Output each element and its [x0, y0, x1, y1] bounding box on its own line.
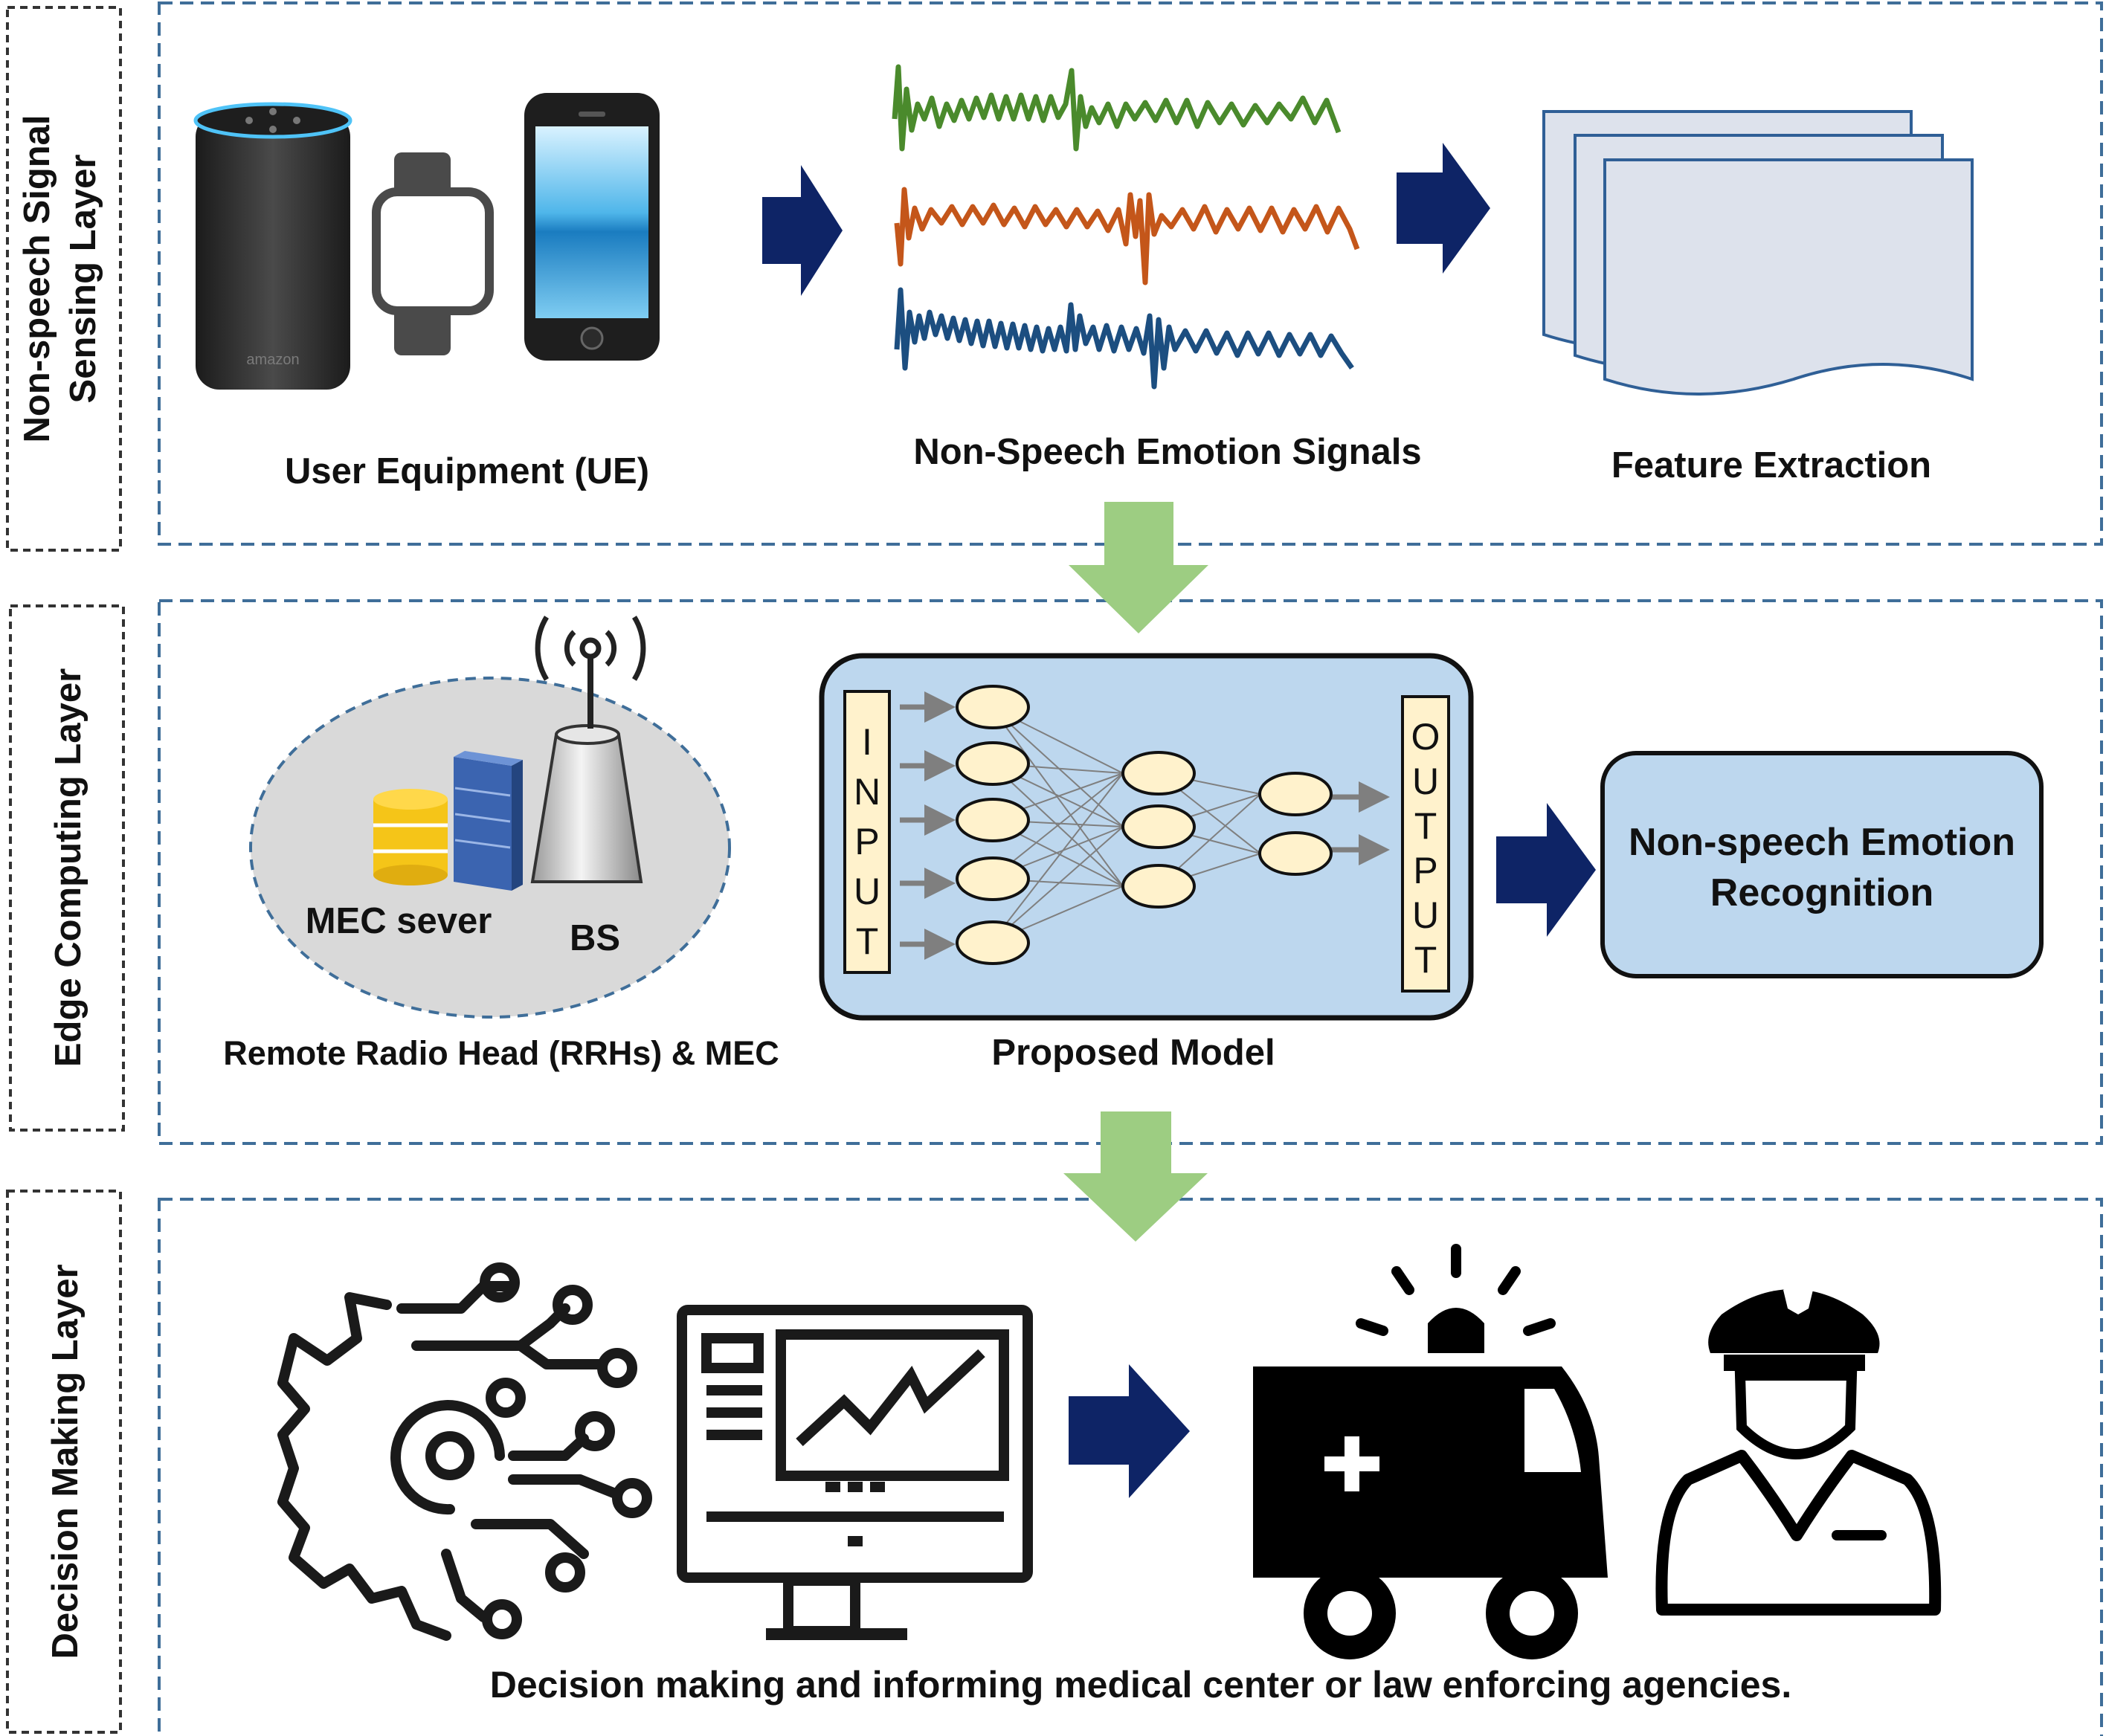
- model-letter: U: [1412, 761, 1439, 802]
- model-letter: I: [862, 721, 872, 763]
- neural-network-icon: [900, 685, 1390, 965]
- model-letter: U: [1412, 894, 1439, 936]
- arrow-edge-to-decision: [1063, 1111, 1208, 1242]
- layer-tag-decision: Decision Making Layer: [6, 1190, 122, 1734]
- feature-label: Feature Extraction: [1611, 445, 1931, 485]
- layer-tag-edge: Edge Computing Layer: [9, 604, 125, 1132]
- emotion-signals: [892, 64, 1360, 390]
- arrow-analysis-to-agencies: [1069, 1364, 1190, 1498]
- mec-label: MEC sever: [306, 901, 492, 941]
- decision-layer-title: Decision Making Layer: [45, 1264, 86, 1659]
- arrow-sensing-to-edge: [1069, 502, 1208, 633]
- layer-tag-sensing: Non-speech Signal Sensing Layer: [6, 6, 122, 552]
- sensing-layer-title-line2: Sensing Layer: [63, 155, 103, 404]
- edge-layer-title: Edge Computing Layer: [48, 668, 88, 1067]
- decision-caption: Decision making and informing medical ce…: [490, 1664, 1791, 1706]
- signal-waveform-blue: [894, 287, 1354, 390]
- model-letter: P: [1413, 850, 1437, 891]
- document-stack-icon: [1542, 110, 1974, 396]
- model-letter: T: [856, 920, 879, 962]
- arrow-model-to-recognition: [1496, 803, 1596, 937]
- ue-label: User Equipment (UE): [285, 451, 649, 491]
- input-column: [843, 690, 891, 974]
- arrow-signals-to-features: [1397, 143, 1490, 274]
- database-icon: [373, 789, 448, 885]
- model-letter: T: [1414, 939, 1437, 981]
- antenna-icon: [530, 616, 646, 883]
- ambulance-icon: [1253, 1244, 1608, 1659]
- model-label: Proposed Model: [991, 1033, 1275, 1073]
- signals-label: Non-Speech Emotion Signals: [913, 432, 1421, 472]
- signal-waveform-green: [892, 64, 1342, 152]
- model-letter: T: [1414, 805, 1437, 847]
- bs-label: BS: [570, 918, 620, 958]
- recognition-label-line2: Recognition: [1710, 871, 1933, 914]
- ai-gear-icon: [277, 1262, 652, 1641]
- rrh-label: Remote Radio Head (RRHs) & MEC: [223, 1034, 779, 1072]
- output-column: [1401, 695, 1450, 993]
- model-letter: U: [854, 871, 880, 912]
- speaker-brand-text: amazon: [246, 352, 299, 368]
- server-icon: [454, 751, 523, 891]
- recognition-label-line1: Non-speech Emotion: [1629, 821, 2015, 864]
- signal-waveform-orange: [894, 187, 1360, 285]
- model-letter: O: [1411, 716, 1440, 758]
- smartphone-icon: [524, 93, 660, 361]
- recognition-result-box: Non-speech Emotion Recognition: [1600, 751, 2044, 978]
- model-letter: P: [854, 821, 879, 862]
- model-letter: N: [854, 771, 880, 813]
- sensing-layer-panel: [158, 1, 2103, 546]
- sensing-layer-title-line1: Non-speech Signal: [17, 114, 57, 442]
- police-officer-icon: [1655, 1282, 1942, 1616]
- arrow-ue-to-signals: [762, 165, 843, 296]
- monitor-chart-icon: [677, 1305, 1033, 1640]
- smartwatch-icon: [372, 152, 494, 355]
- smart-speaker-icon: amazon: [193, 102, 352, 390]
